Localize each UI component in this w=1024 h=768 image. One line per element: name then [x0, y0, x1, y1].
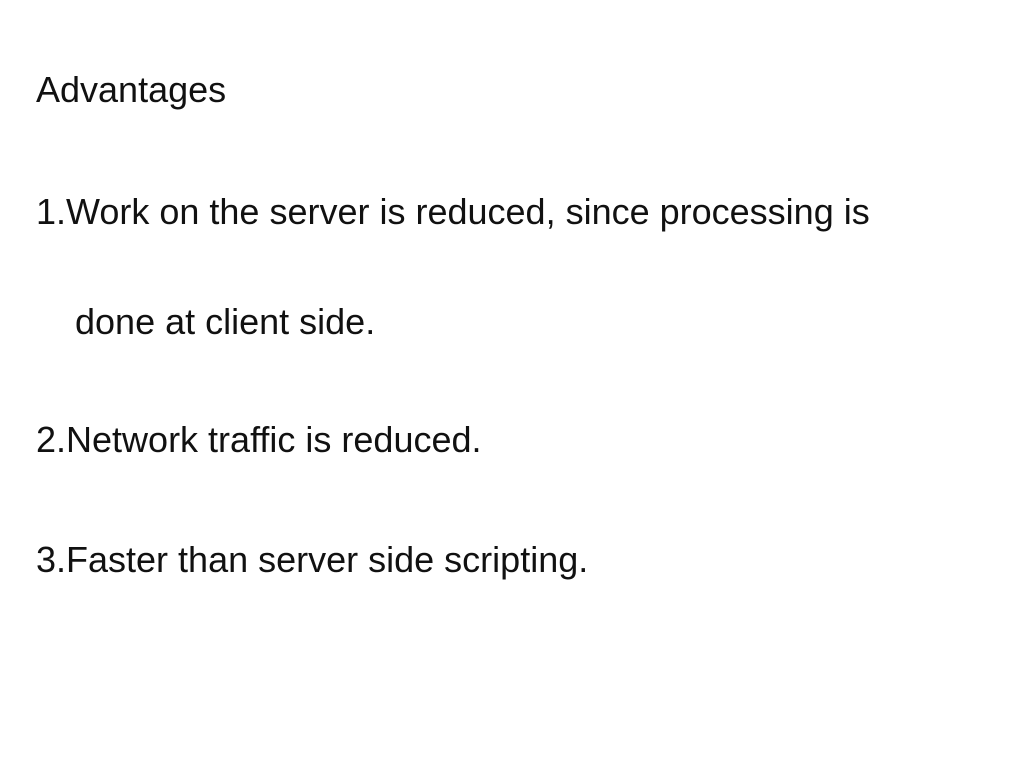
advantage-item-1-line-2: done at client side.: [75, 301, 376, 342]
advantage-item-2: 2.Network traffic is reduced.: [36, 419, 482, 460]
advantage-item-3: 3.Faster than server side scripting.: [36, 539, 589, 580]
slide-heading: Advantages: [36, 69, 227, 110]
advantage-item-1-line-1: 1.Work on the server is reduced, since p…: [36, 191, 870, 232]
